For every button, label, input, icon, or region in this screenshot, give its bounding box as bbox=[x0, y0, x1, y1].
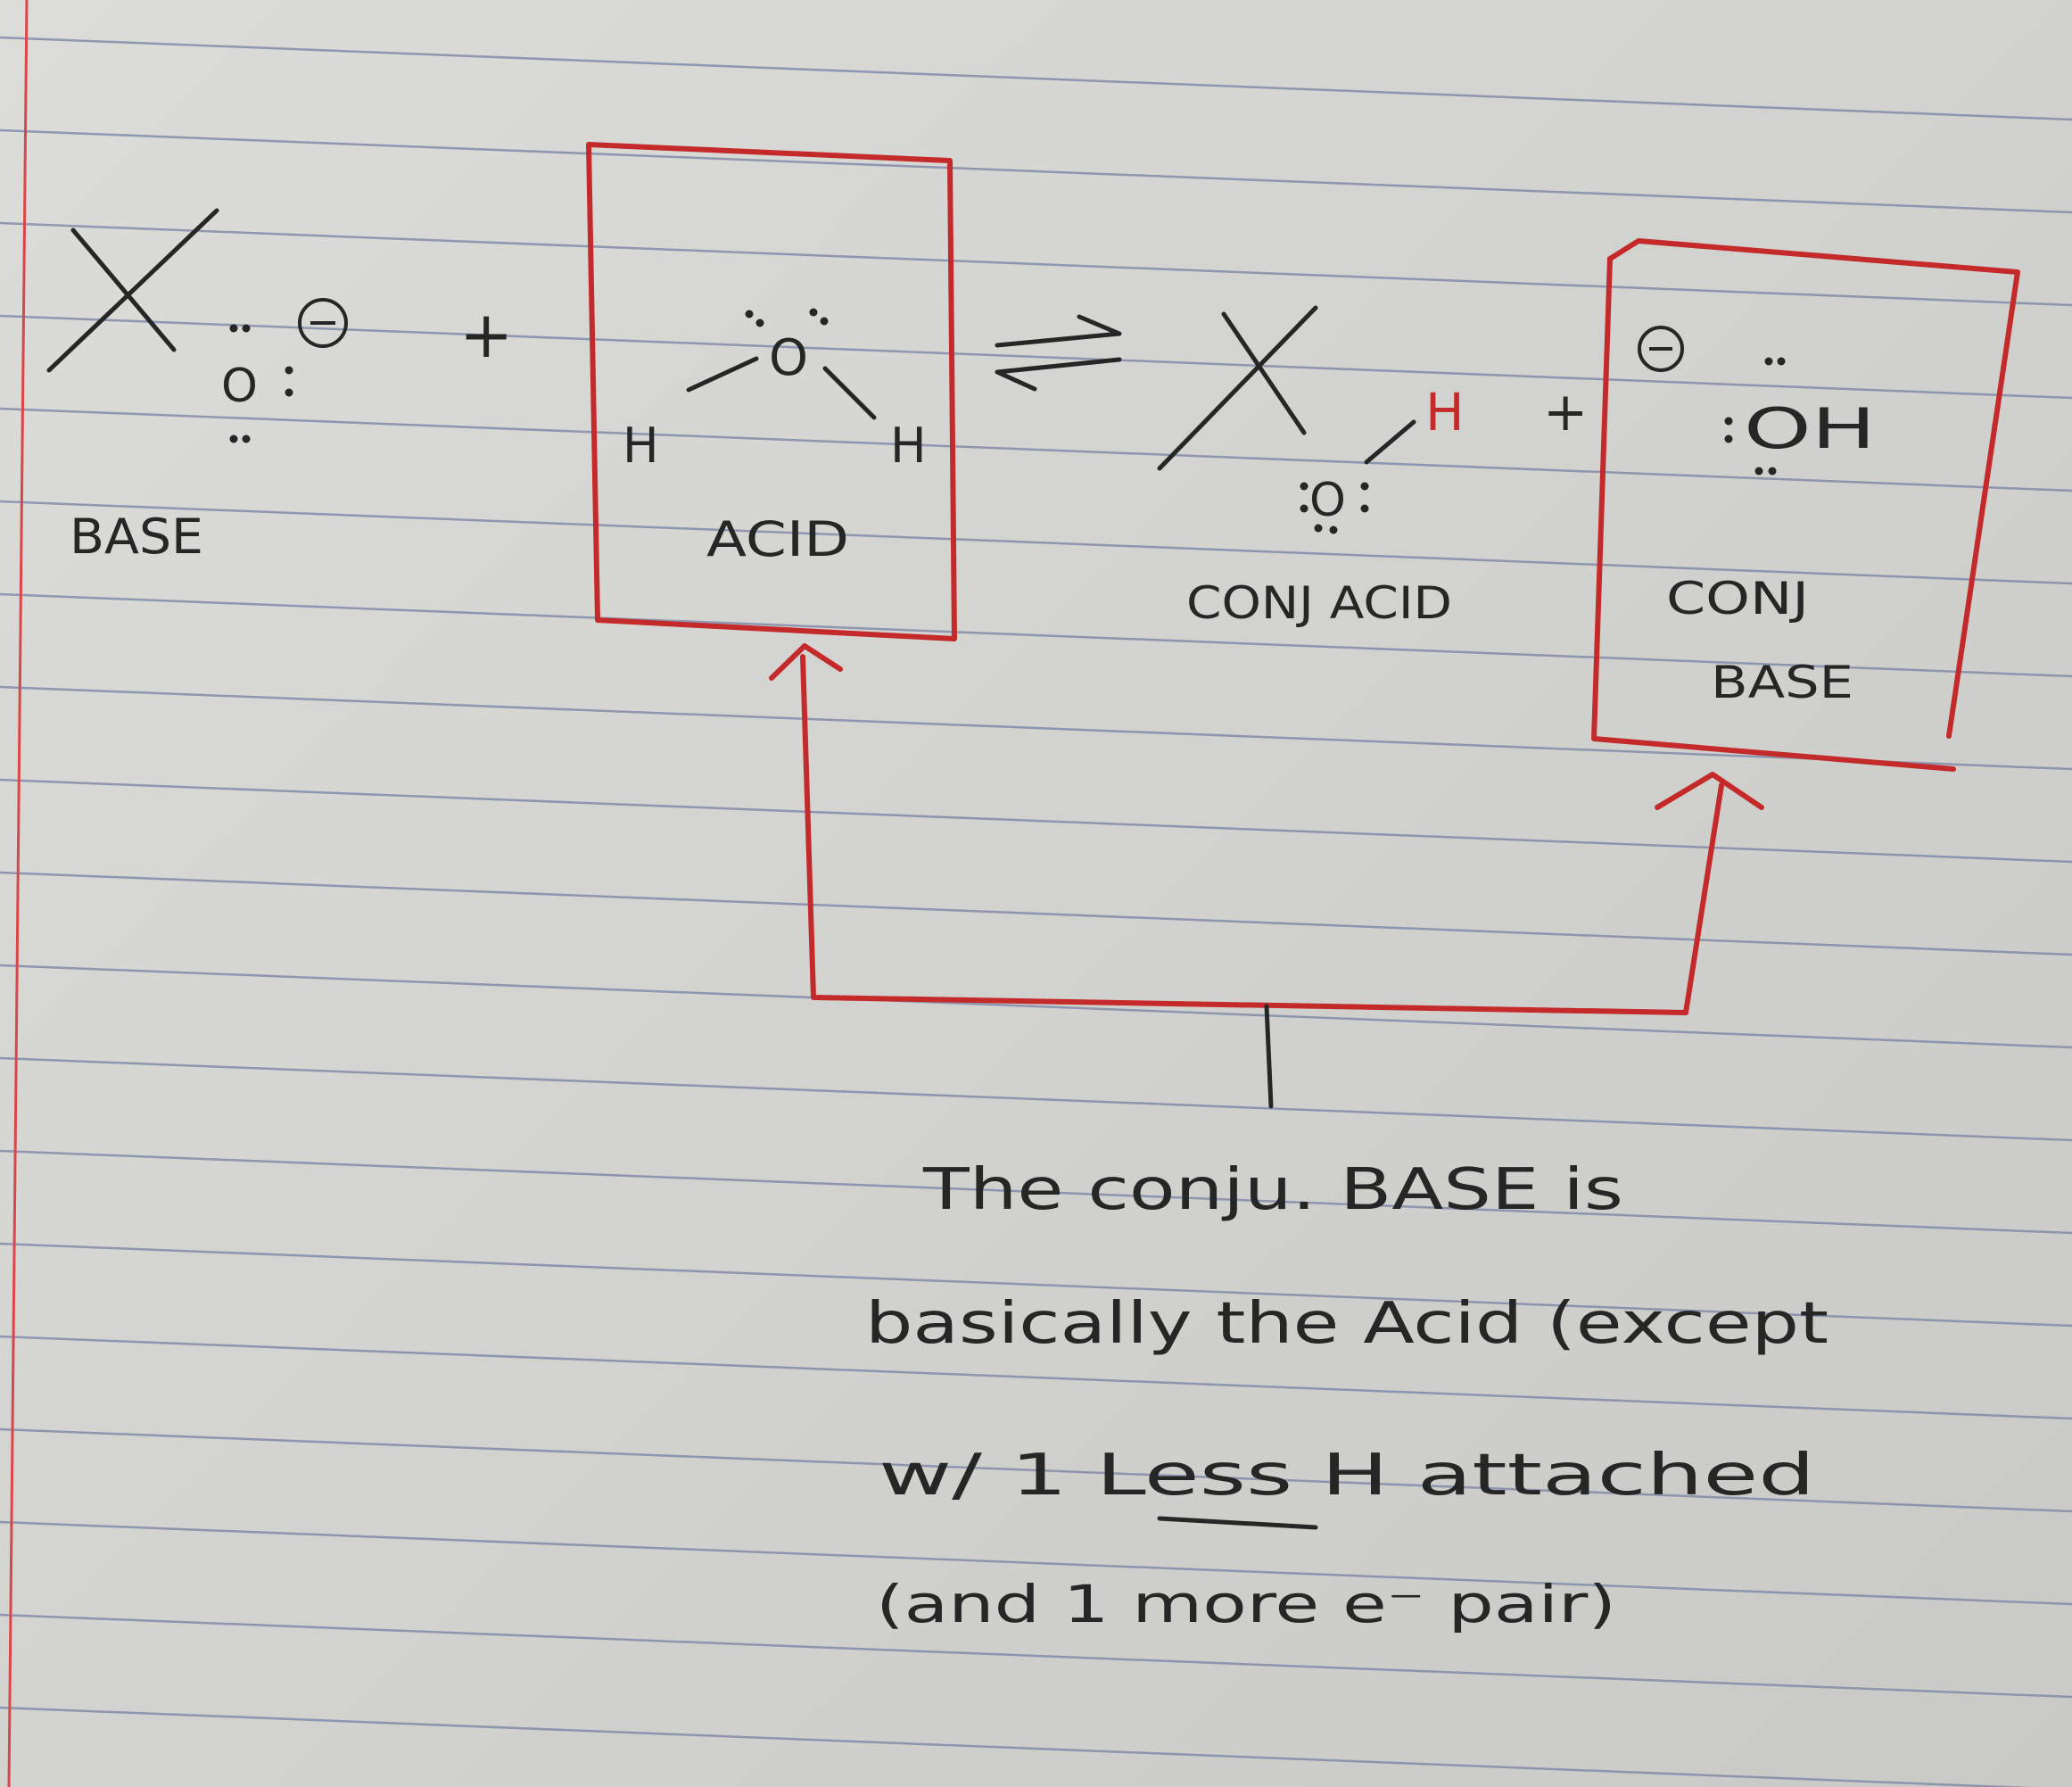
pointer-line bbox=[1264, 1004, 1274, 1109]
ruled-line bbox=[0, 778, 2072, 864]
note-line-1: The conju. BASE is bbox=[922, 1157, 1623, 1223]
ruled-line bbox=[0, 1335, 2072, 1420]
ruled-line bbox=[0, 221, 2072, 307]
base-structure: O BASE bbox=[46, 208, 348, 565]
plus-sign-2: + bbox=[1543, 381, 1588, 443]
conj-acid-skeleton-line-1 bbox=[1221, 311, 1307, 435]
base-label: BASE bbox=[70, 509, 203, 565]
ruled-line bbox=[0, 871, 2072, 956]
arrow-up-icon bbox=[1655, 772, 1764, 810]
note-line-4: (and 1 more e⁻ pair) bbox=[876, 1574, 1616, 1634]
ruled-line bbox=[0, 1427, 2072, 1513]
note-line-3: w/ 1 Less H attached bbox=[879, 1443, 1815, 1509]
acid-bond-right bbox=[822, 366, 877, 420]
base-oxygen: O bbox=[221, 360, 258, 413]
ruled-line bbox=[0, 964, 2072, 1049]
base-lone-pairs bbox=[229, 324, 293, 443]
ruled-line bbox=[0, 1056, 2072, 1142]
acid-label: ACID bbox=[706, 511, 849, 567]
ruled-line bbox=[0, 1706, 2033, 1787]
conj-acid-structure: O H CONJ ACID bbox=[1157, 305, 1465, 629]
base-skeleton-line-2 bbox=[46, 208, 219, 373]
acid-bond-left bbox=[686, 356, 759, 393]
conj-base-lone-pairs bbox=[1724, 357, 1786, 476]
conj-acid-oh-bond bbox=[1364, 419, 1416, 465]
explanation-note: The conju. BASE is basically the Acid (e… bbox=[865, 1157, 1828, 1634]
ruled-line bbox=[0, 1149, 2072, 1235]
conj-base-structure: OH CONJ BASE bbox=[1638, 326, 1876, 708]
conj-base-label-line-2: BASE bbox=[1711, 657, 1853, 708]
acid-lone-pairs bbox=[745, 308, 829, 327]
negative-charge-icon bbox=[1638, 326, 1684, 372]
plus-sign-1: + bbox=[459, 297, 513, 372]
ruled-line bbox=[0, 1613, 2072, 1699]
equilibrium-arrow-icon bbox=[995, 314, 1122, 392]
ruled-line bbox=[0, 1242, 2072, 1328]
conj-acid-lone-pairs bbox=[1300, 482, 1369, 534]
conj-acid-skeleton-line-2 bbox=[1157, 305, 1318, 471]
ruled-line bbox=[0, 592, 2072, 678]
arrow-up-icon bbox=[769, 643, 843, 681]
conj-acid-label: CONJ ACID bbox=[1186, 577, 1452, 629]
ruled-line bbox=[0, 685, 2072, 771]
conj-base-label-line-1: CONJ bbox=[1666, 573, 1809, 625]
conj-base-formula: OH bbox=[1744, 396, 1876, 461]
ruled-line bbox=[0, 128, 2072, 214]
conj-base-box bbox=[1591, 238, 2020, 772]
ruled-line bbox=[0, 314, 2072, 400]
conj-acid-hydrogen: H bbox=[1425, 382, 1465, 443]
margin-line bbox=[7, 0, 29, 1787]
acid-box bbox=[586, 142, 957, 641]
acid-structure: O H H ACID bbox=[623, 308, 927, 567]
acid-h-right: H bbox=[890, 418, 927, 474]
underline-less bbox=[1157, 1516, 1318, 1530]
ruled-line bbox=[0, 500, 2072, 585]
base-skeleton-line-1 bbox=[70, 228, 177, 352]
acid-h-left: H bbox=[623, 418, 659, 474]
acid-oxygen: O bbox=[769, 329, 808, 387]
note-line-2: basically the Acid (except bbox=[865, 1291, 1828, 1357]
ruled-line bbox=[0, 407, 2072, 492]
ruled-line bbox=[0, 1520, 2072, 1606]
conj-acid-oxygen: O bbox=[1309, 474, 1346, 527]
ruled-line bbox=[0, 36, 2072, 121]
negative-charge-icon bbox=[298, 298, 348, 348]
connector-bracket bbox=[769, 643, 1764, 1109]
